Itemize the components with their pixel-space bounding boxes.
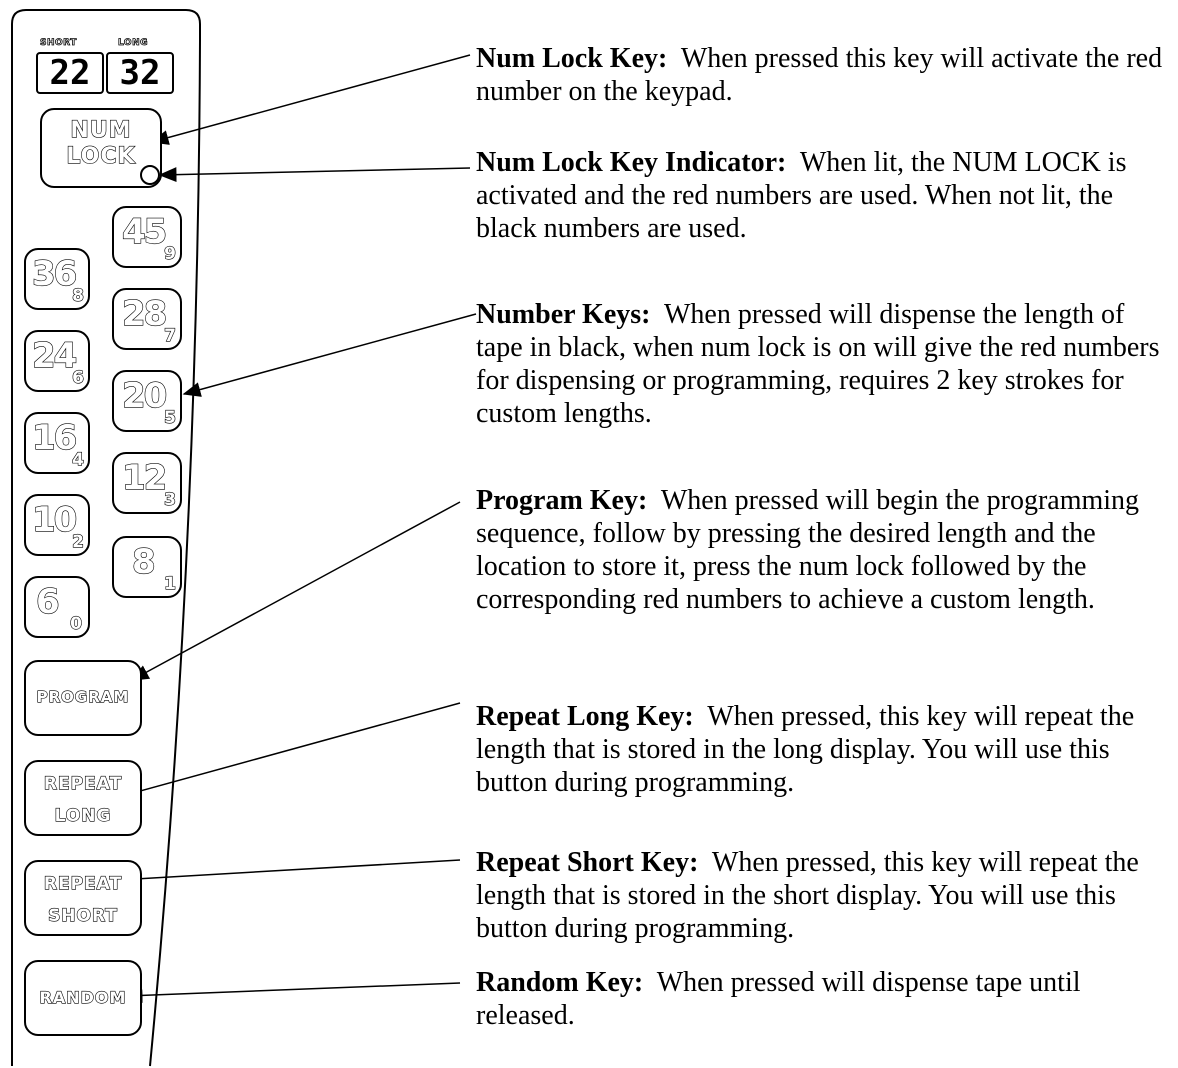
leader-num-lock-indicator (158, 167, 471, 183)
key-red-number: 5 (164, 407, 177, 428)
key-red-number: 9 (164, 243, 177, 264)
description-text: When pressed this key will activate the … (476, 43, 1163, 107)
description-text: When lit, the NUM LOCK is activated and … (476, 147, 1127, 244)
leader-random (124, 982, 461, 1003)
short-display-label: SHORT (40, 38, 77, 49)
key-red-number: 6 (72, 367, 85, 388)
description-text: When pressed, this key will repeat the l… (476, 701, 1135, 798)
description-title: Num Lock Key Indicator: (476, 147, 787, 178)
repeat-short-line2: SHORT (47, 905, 118, 926)
key-red-number: 8 (72, 285, 85, 306)
description-title: Num Lock Key: (476, 43, 668, 74)
leader-repeat-short (116, 859, 461, 887)
description-title: Number Keys: (476, 299, 651, 330)
num-lock-indicator-icon (140, 165, 160, 185)
description-text: When pressed will begin the programming … (476, 485, 1140, 615)
number-key-8[interactable]: 8 1 (112, 536, 182, 598)
number-key-16[interactable]: 16 4 (24, 412, 90, 474)
leader-number-keys (182, 313, 477, 397)
description-text: When pressed will dispense tape until re… (476, 967, 1081, 1031)
key-main-number: 20 (121, 375, 168, 416)
key-main-number: 24 (31, 335, 78, 376)
repeat-short-line1: REPEAT (43, 873, 123, 894)
description-repeat-short: Repeat Short Key: When pressed, this key… (476, 846, 1176, 945)
number-key-6[interactable]: 6 0 (24, 576, 90, 638)
description-title: Program Key: (476, 485, 648, 516)
key-red-number: 1 (164, 573, 177, 594)
key-main-number: 16 (31, 417, 78, 458)
key-main-number: 8 (131, 541, 156, 582)
repeat-long-key[interactable]: REPEAT LONG (24, 760, 142, 836)
key-main-number: 12 (121, 457, 168, 498)
description-num-lock: Num Lock Key: When pressed this key will… (476, 42, 1176, 108)
description-num-lock-indicator: Num Lock Key Indicator: When lit, the NU… (476, 146, 1176, 245)
key-red-number: 2 (72, 531, 85, 552)
description-text: When pressed will dispense the length of… (476, 299, 1160, 429)
description-program: Program Key: When pressed will begin the… (476, 484, 1176, 616)
key-main-number: 6 (35, 581, 60, 622)
key-main-number: 36 (31, 253, 78, 294)
key-red-number: 0 (70, 613, 83, 634)
description-repeat-long: Repeat Long Key: When pressed, this key … (476, 700, 1176, 799)
program-key[interactable]: PROGRAM (24, 660, 142, 736)
repeat-long-line2: LONG (54, 805, 112, 826)
num-lock-line2: LOCK (66, 143, 136, 169)
long-display: 32 (106, 52, 174, 94)
leader-program (130, 501, 461, 681)
num-lock-key[interactable]: NUM LOCK (40, 108, 162, 188)
leader-repeat-long (120, 702, 461, 799)
leader-num-lock (150, 54, 471, 145)
number-key-10[interactable]: 10 2 (24, 494, 90, 556)
keypad-panel-outline (11, 9, 201, 1067)
key-red-number: 7 (164, 325, 177, 346)
short-display: 22 (36, 52, 104, 94)
description-random: Random Key: When pressed will dispense t… (476, 966, 1176, 1032)
key-main-number: 45 (121, 211, 168, 252)
key-red-number: 3 (164, 489, 177, 510)
description-title: Random Key: (476, 967, 644, 998)
number-key-20[interactable]: 20 5 (112, 370, 182, 432)
key-red-number: 4 (72, 449, 85, 470)
program-label: PROGRAM (36, 687, 130, 706)
num-lock-line1: NUM (70, 117, 132, 143)
repeat-short-key[interactable]: REPEAT SHORT (24, 860, 142, 936)
long-display-label: LONG (118, 38, 148, 49)
random-key[interactable]: RANDOM (24, 960, 142, 1036)
description-text: When pressed, this key will repeat the l… (476, 847, 1139, 944)
number-key-36[interactable]: 36 8 (24, 248, 90, 310)
number-key-24[interactable]: 24 6 (24, 330, 90, 392)
description-number-keys: Number Keys: When pressed will dispense … (476, 298, 1176, 430)
key-main-number: 28 (121, 293, 168, 334)
number-key-12[interactable]: 12 3 (112, 452, 182, 514)
description-title: Repeat Long Key: (476, 701, 694, 732)
random-label: RANDOM (39, 987, 127, 1007)
repeat-long-line1: REPEAT (43, 773, 123, 794)
number-key-45[interactable]: 45 9 (112, 206, 182, 268)
description-title: Repeat Short Key: (476, 847, 699, 878)
key-main-number: 10 (31, 499, 78, 540)
number-key-28[interactable]: 28 7 (112, 288, 182, 350)
